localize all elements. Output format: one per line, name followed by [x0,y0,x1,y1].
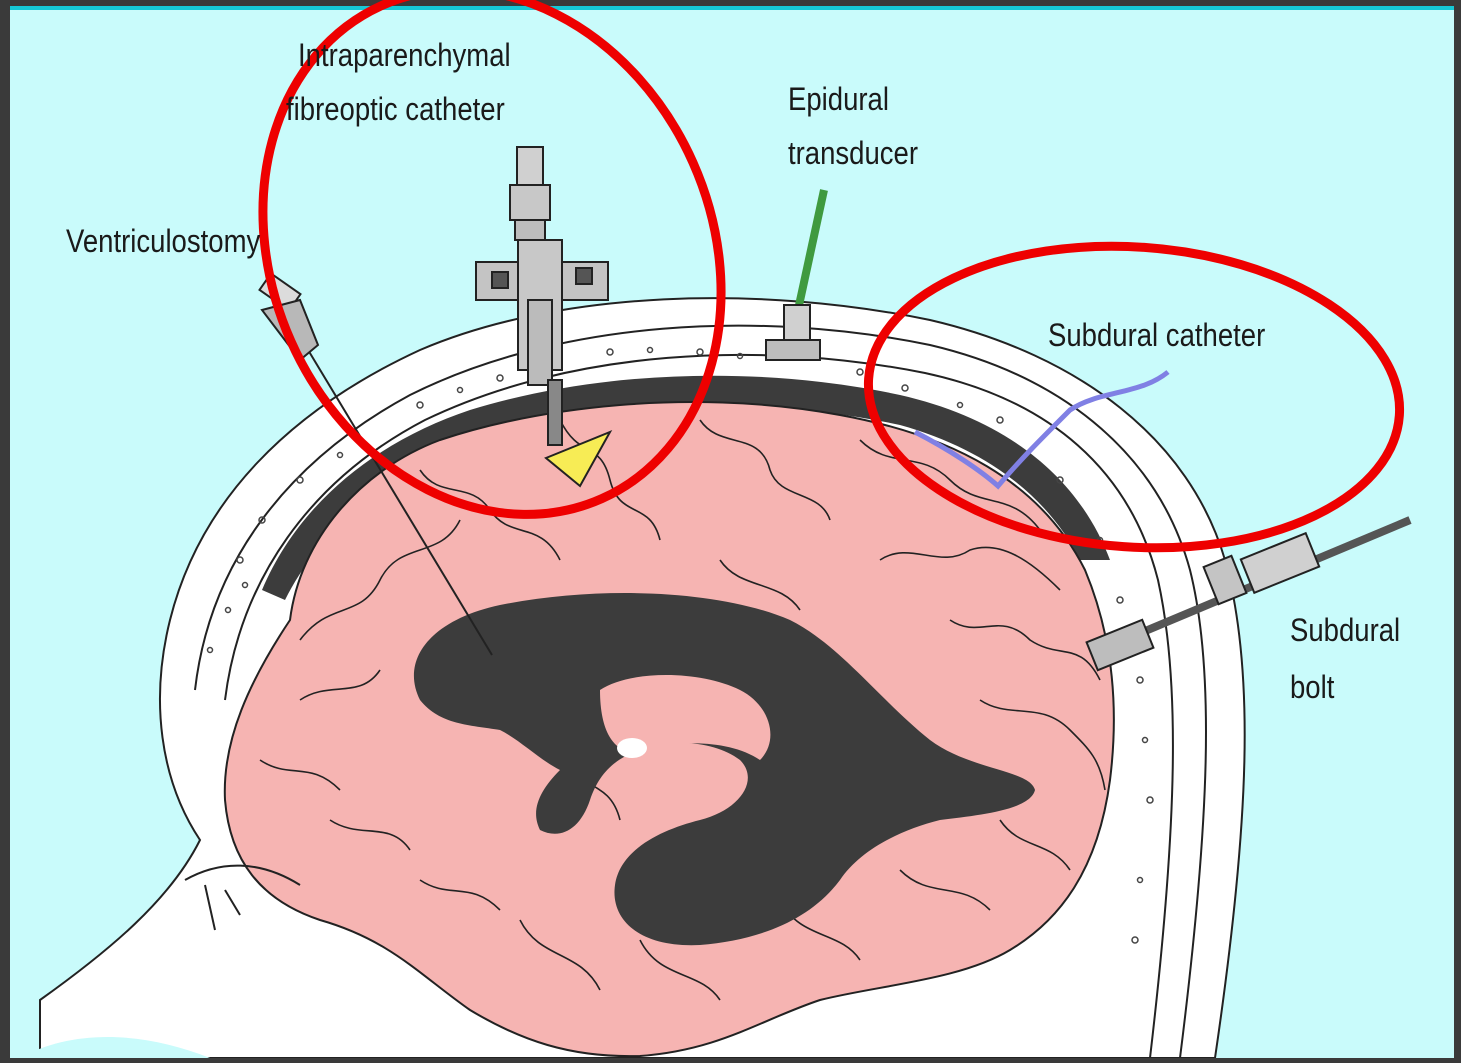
top-accent-bar [10,6,1454,10]
label-subdural-bolt-line2: bolt [1290,660,1334,714]
label-ventriculostomy: Ventriculostomy [66,214,260,268]
label-subdural-catheter: Subdural catheter [1048,308,1265,362]
label-subdural-bolt-line1: Subdural [1290,603,1400,657]
label-epidural-line2: transducer [788,126,918,180]
label-intraparenchymal-line1: Intraparenchymal [298,28,511,82]
label-intraparenchymal-line2: fibreoptic catheter [286,82,505,136]
label-epidural-line1: Epidural [788,72,889,126]
septal-hole [617,738,647,758]
